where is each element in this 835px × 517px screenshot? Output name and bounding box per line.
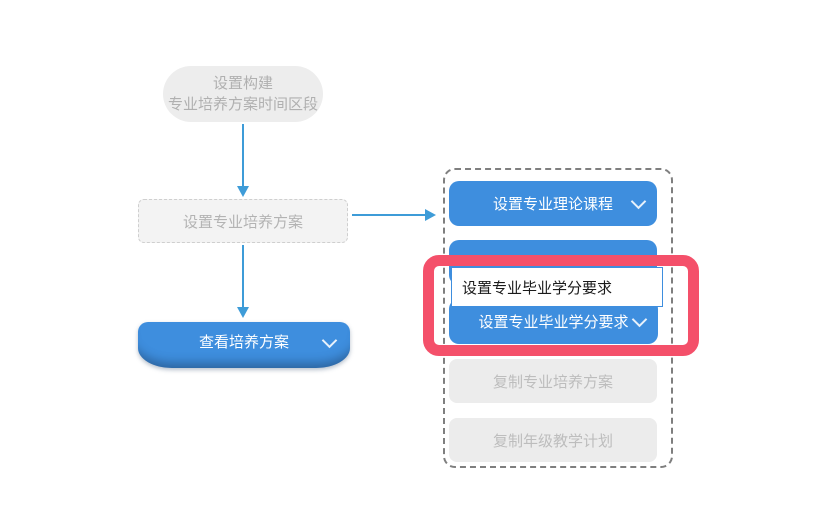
view-training-plan-label: 查看培养方案	[198, 334, 289, 351]
view-training-plan-button[interactable]: 查看培养方案	[138, 322, 350, 368]
highlight-label-text: 设置专业毕业学分要求	[462, 279, 613, 297]
flow-node-line2: 专业培养方案时间区段	[167, 96, 318, 113]
action-panel	[443, 168, 673, 468]
arrow-down-head-1	[237, 186, 249, 197]
button-label: 复制专业培养方案	[492, 373, 613, 391]
chevron-down-icon	[631, 311, 648, 327]
highlight-label-input[interactable]: 设置专业毕业学分要求	[451, 267, 663, 307]
arrow-down-line-1	[242, 124, 244, 186]
copy-training-plan-button[interactable]: 复制专业培养方案	[449, 359, 657, 403]
copy-grade-teaching-plan-button[interactable]: 复制年级教学计划	[449, 418, 657, 462]
flow-node-setup-training-plan: 设置专业培养方案	[138, 199, 348, 243]
arrow-down-head-2	[237, 307, 249, 318]
set-theory-courses-button[interactable]: 设置专业理论课程	[449, 181, 657, 226]
chevron-down-icon	[321, 332, 338, 349]
flow-node-line1: 设置构建	[212, 75, 273, 92]
arrow-right-line	[352, 214, 425, 216]
button-label: 设置专业理论课程	[492, 196, 613, 213]
chevron-down-icon	[630, 193, 647, 209]
arrow-down-line-2	[242, 245, 244, 307]
flow-node-label: 设置专业培养方案	[182, 213, 303, 231]
flow-node-setup-time-range: 设置构建 专业培养方案时间区段	[163, 66, 323, 122]
button-label: 设置专业毕业学分要求	[478, 314, 629, 331]
arrow-right-head	[425, 209, 436, 221]
button-label: 复制年级教学计划	[492, 432, 613, 450]
